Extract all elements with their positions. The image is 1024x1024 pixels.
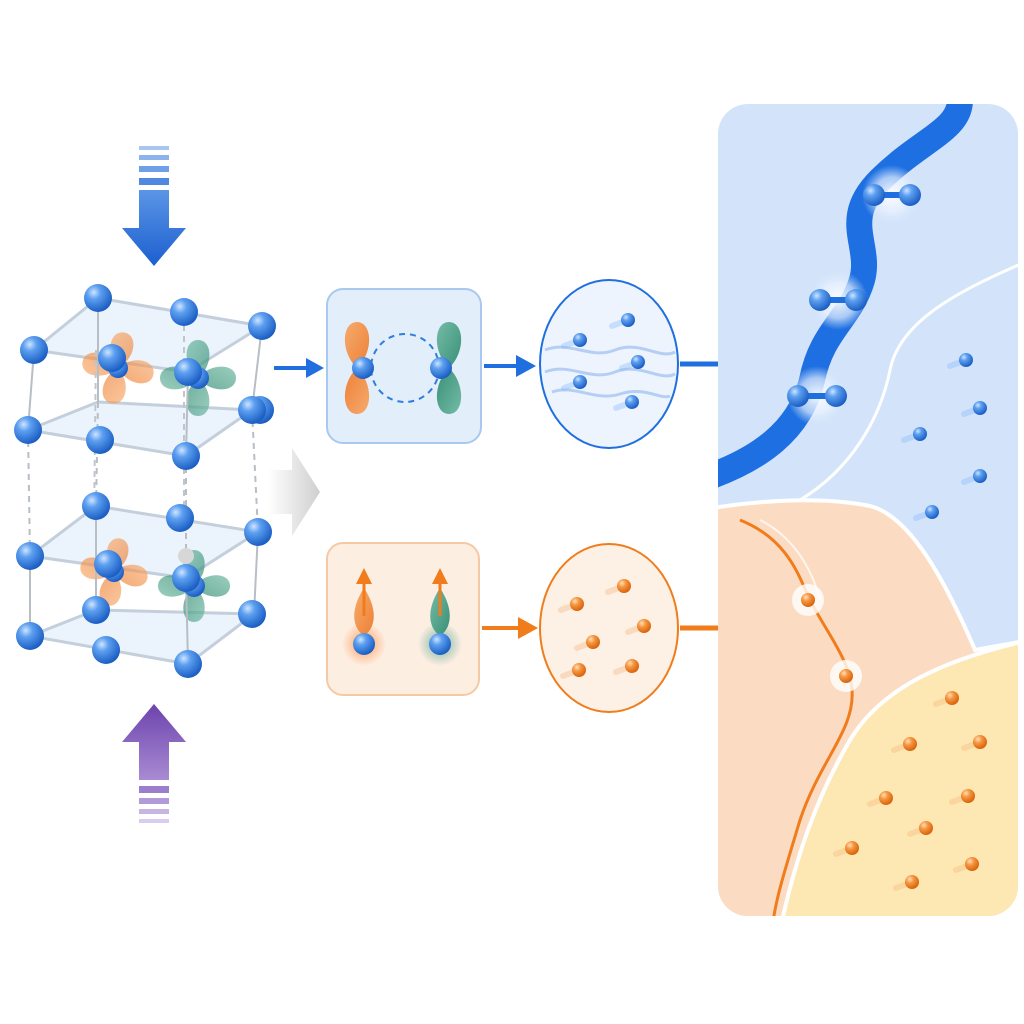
lattice-orbitals (80, 332, 236, 622)
lattice-bond (251, 325, 263, 411)
electron-particle (625, 659, 639, 673)
electron-particle (573, 333, 587, 347)
atom (98, 344, 126, 372)
free-particle (959, 353, 973, 367)
atom (248, 312, 276, 340)
atom (166, 504, 194, 532)
lattice-plane (30, 296, 267, 374)
atom (14, 416, 42, 444)
lattice-bond (185, 371, 189, 457)
atom (172, 442, 200, 470)
up-arrow-icon (122, 704, 186, 823)
orange-particle-circle (539, 543, 679, 713)
atom (172, 564, 200, 592)
free-particle (913, 427, 927, 441)
orbital-lobe (198, 366, 236, 390)
paired-particle (809, 289, 831, 311)
electron-particle (570, 597, 584, 611)
lattice-bond (27, 429, 31, 557)
atom (92, 636, 120, 664)
atom (170, 298, 198, 326)
down-arrow-icon (122, 146, 186, 266)
atom (238, 600, 266, 628)
orbital-lobe (436, 322, 462, 368)
paired-particle (863, 184, 885, 206)
lattice-bond (251, 409, 259, 533)
electron-particle (637, 619, 651, 633)
free-particle (845, 841, 859, 855)
paired-particle (825, 385, 847, 407)
electron-particle (631, 355, 645, 369)
paired-particle (787, 385, 809, 407)
right-arrow-icon (268, 448, 320, 536)
free-particle (973, 469, 987, 483)
free-particle (945, 691, 959, 705)
free-particle (905, 875, 919, 889)
electron-particle (625, 395, 639, 409)
free-particle (925, 505, 939, 519)
electron-particle (573, 375, 587, 389)
blue-channel (718, 104, 973, 493)
lattice-atoms (14, 284, 276, 678)
atom (352, 357, 374, 379)
atom (178, 548, 194, 564)
phase-panel (718, 104, 1018, 916)
spin-up-arrow-icon (432, 568, 448, 616)
electron-particle (617, 579, 631, 593)
atom (16, 622, 44, 650)
crystal-lattice (14, 284, 276, 678)
electron-particle (621, 313, 635, 327)
atom (238, 396, 266, 424)
atom (244, 518, 272, 546)
atom (82, 596, 110, 624)
lattice-plane (26, 504, 263, 580)
lattice-plane (24, 608, 259, 666)
free-particle (973, 401, 987, 415)
paired-particle (899, 184, 921, 206)
electron-particle (586, 635, 600, 649)
free-particle (961, 789, 975, 803)
orbital-lobe (436, 368, 462, 414)
orbital-hybridization-box (326, 288, 482, 444)
atom (430, 357, 452, 379)
electron-particle (572, 663, 586, 677)
spin-alignment-box (326, 542, 480, 696)
atom (16, 542, 44, 570)
channel-particle (839, 669, 853, 683)
atom (86, 426, 114, 454)
free-particle (973, 735, 987, 749)
blue-particle-circle (539, 279, 679, 449)
atom (82, 492, 110, 520)
free-particle (903, 737, 917, 751)
atom (94, 550, 122, 578)
atom (20, 336, 48, 364)
paired-particle (845, 289, 867, 311)
free-particle (879, 791, 893, 805)
free-particle (965, 857, 979, 871)
orbital-lobe (186, 378, 210, 416)
orbital-lobe (344, 322, 370, 368)
lattice-plane (22, 400, 257, 458)
yellow-region (777, 637, 1018, 916)
atom (84, 284, 112, 312)
atom (174, 650, 202, 678)
channel-particle (801, 593, 815, 607)
orbital-lobe (344, 368, 370, 414)
free-particle (919, 821, 933, 835)
spin-up-arrow-icon (356, 568, 372, 616)
atom (174, 358, 202, 386)
lattice-planes (22, 296, 267, 666)
